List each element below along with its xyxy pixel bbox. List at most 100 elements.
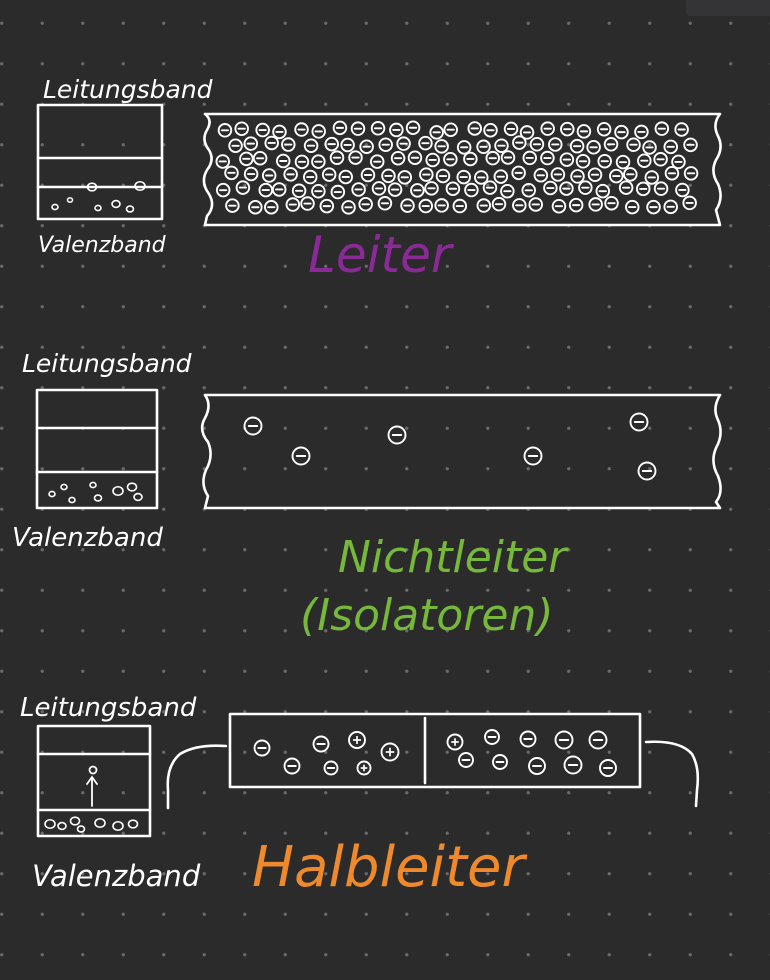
conduction-band-label-2: Leitungsband	[22, 349, 192, 378]
electron-icon	[291, 446, 311, 466]
electron-icon	[528, 197, 543, 212]
electron-icon	[467, 121, 482, 136]
valence-electron-dot	[112, 485, 124, 497]
electron-icon	[596, 122, 612, 137]
electron-icon	[340, 137, 355, 153]
title-nichtleiter: Nichtleiter	[338, 532, 569, 583]
semiconductor-material-bar	[228, 712, 642, 789]
electron-icon	[419, 167, 434, 182]
electron-icon	[252, 151, 268, 166]
electron-icon	[225, 198, 240, 213]
electron-icon	[664, 166, 680, 181]
electron-icon	[407, 150, 423, 166]
electron-icon	[228, 138, 243, 154]
electron-icon	[550, 167, 566, 182]
electron-icon	[674, 122, 689, 137]
electron-icon	[360, 167, 376, 183]
electron-icon	[217, 123, 233, 138]
electron-icon	[492, 754, 508, 770]
valence-band-label-2: Valenzband	[12, 523, 163, 553]
electron-icon	[445, 181, 461, 197]
electron-icon	[597, 153, 612, 169]
electron-icon	[235, 180, 251, 195]
valence-electron-dot	[134, 180, 146, 192]
electron-icon	[484, 729, 500, 745]
electron-icon	[255, 122, 270, 138]
hole-icon	[356, 760, 372, 776]
electron-icon	[588, 730, 608, 750]
electron-icon	[519, 730, 537, 748]
electron-icon	[311, 124, 326, 139]
electron-icon	[271, 182, 287, 197]
electron-icon	[302, 169, 318, 185]
electron-icon	[543, 180, 558, 196]
electron-icon	[615, 154, 631, 170]
electron-icon	[258, 182, 274, 198]
electron-icon	[261, 168, 277, 183]
electron-icon	[634, 124, 649, 140]
valence-electron-dot	[57, 821, 67, 831]
valence-electron-dot	[69, 816, 81, 826]
electron-icon	[303, 138, 319, 153]
electron-icon	[248, 199, 263, 215]
free-electrons-leiter	[215, 120, 699, 215]
electron-icon	[618, 180, 634, 195]
electron-icon	[283, 167, 298, 182]
electron-icon	[456, 169, 471, 185]
electron-icon	[671, 154, 686, 170]
band-diagram-box-2	[35, 388, 159, 510]
electron-icon	[464, 182, 479, 198]
electron-icon	[683, 166, 699, 181]
electron-icon	[377, 196, 393, 211]
valence-electron-dot	[94, 204, 102, 212]
electron-icon	[570, 169, 585, 184]
conductor-material-bar	[202, 112, 722, 227]
electron-icon	[576, 124, 592, 139]
electron-icon	[644, 170, 660, 185]
electron-icon	[494, 138, 509, 153]
electron-icon	[425, 152, 440, 168]
electron-icon	[350, 121, 366, 136]
electron-icon	[324, 136, 339, 152]
electron-icon	[330, 184, 346, 200]
electron-icon	[321, 167, 337, 182]
valence-electron-dot	[125, 205, 135, 213]
electron-icon	[540, 150, 555, 166]
electron-icon	[418, 135, 433, 151]
electron-icon	[635, 181, 651, 197]
valence-electron-dot	[94, 817, 106, 829]
electron-icon	[512, 198, 527, 213]
electron-icon	[341, 200, 356, 215]
electron-icon	[559, 152, 575, 167]
electron-icon	[637, 461, 657, 481]
valence-electron-dot	[66, 197, 74, 203]
electron-icon	[563, 755, 583, 775]
electron-icon	[503, 121, 519, 137]
electron-icon	[588, 197, 603, 212]
electron-icon	[348, 150, 363, 165]
electron-icon	[528, 757, 546, 775]
electron-icon	[625, 199, 640, 215]
section-halbleiter: Leitungsband Valenzband Halbleiter	[20, 693, 700, 900]
electron-icon	[614, 124, 629, 140]
electron-icon	[338, 169, 353, 185]
valence-electron-dot	[127, 819, 139, 829]
right-bracket	[644, 740, 700, 808]
electron-icon	[243, 166, 259, 182]
electron-icon	[397, 170, 413, 185]
electron-icon	[319, 198, 335, 214]
electron-icon	[485, 150, 500, 166]
electron-icon	[511, 165, 526, 181]
valence-electron-dot	[126, 482, 138, 492]
electron-icon	[359, 139, 374, 154]
electron-icon	[264, 135, 279, 151]
electron-icon	[275, 153, 291, 169]
electron-icon	[575, 154, 591, 169]
electron-icon	[483, 123, 498, 138]
electron-icon	[482, 180, 498, 195]
electron-icon	[521, 183, 536, 198]
electron-icon	[443, 122, 458, 137]
valence-electron-dot	[93, 494, 103, 502]
valence-electrons-3	[44, 816, 139, 833]
valence-band-label-3: Valenzband	[32, 859, 201, 893]
